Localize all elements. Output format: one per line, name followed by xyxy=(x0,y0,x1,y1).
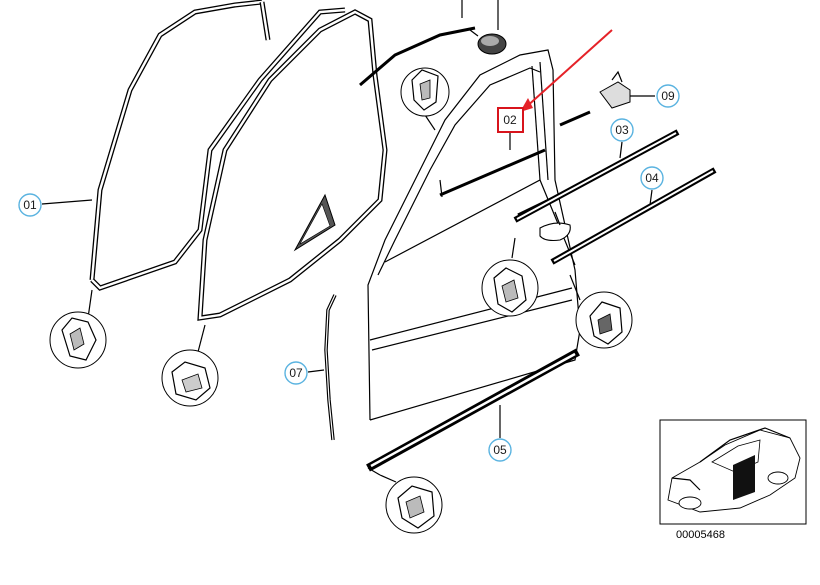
callout-05-label: 05 xyxy=(493,443,507,457)
callout-07-label: 07 xyxy=(289,366,303,380)
detail-circle-sill xyxy=(379,474,443,534)
callout-02-highlighted: 02 xyxy=(497,107,524,133)
window-channel-strip xyxy=(359,26,476,87)
detail-circle-window-channel xyxy=(400,67,450,131)
detail-circle-seal-b xyxy=(161,324,219,407)
detail-circle-belt xyxy=(481,237,539,317)
part-09-clip xyxy=(599,70,631,109)
callout-02-label: 02 xyxy=(503,113,517,127)
detail-circle-side-strip xyxy=(569,274,633,349)
callout-04: 04 xyxy=(640,166,664,190)
car-location-inset xyxy=(659,419,807,525)
callout-05: 05 xyxy=(488,438,512,462)
callout-04-label: 04 xyxy=(645,171,659,185)
push-pin-clip xyxy=(469,29,507,55)
part-05-sill-strip xyxy=(366,348,580,476)
callout-01: 01 xyxy=(18,193,42,217)
part-04-side-strip xyxy=(550,167,717,265)
callout-03-label: 03 xyxy=(615,123,629,137)
detail-circle-seal-a xyxy=(49,289,107,369)
part-07-vertical-seal xyxy=(324,294,337,441)
part-inner-door-seal xyxy=(197,9,388,321)
red-annotation-arrow xyxy=(520,29,613,112)
callout-09: 09 xyxy=(656,84,680,108)
callout-09-label: 09 xyxy=(661,89,675,103)
part-02-window-strip xyxy=(559,110,591,127)
quarter-window-trim xyxy=(293,193,336,252)
callout-03: 03 xyxy=(610,118,634,142)
leader-lines xyxy=(41,0,655,438)
part-03-belt-strip xyxy=(513,129,680,223)
car-thumbnail-icon xyxy=(667,427,801,513)
callout-07: 07 xyxy=(284,361,308,385)
part-01-door-frame-seal xyxy=(89,0,346,291)
callout-01-label: 01 xyxy=(23,198,37,212)
diagram-reference-number: 00005468 xyxy=(676,529,725,541)
